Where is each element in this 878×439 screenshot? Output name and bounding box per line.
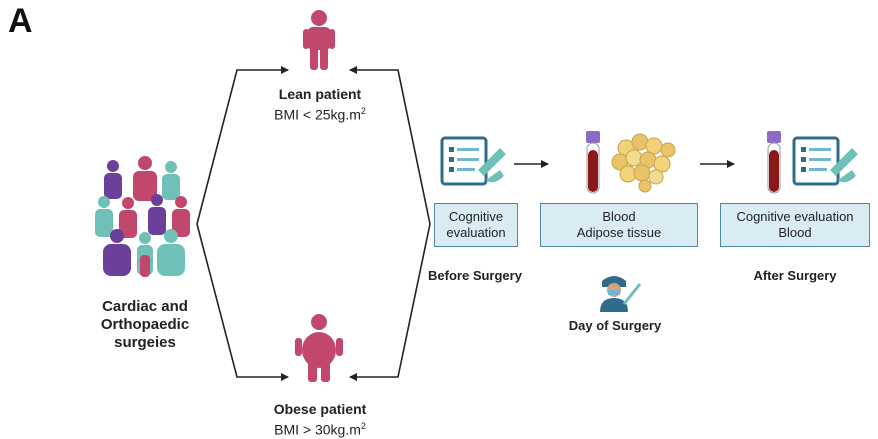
surgeon-icon — [600, 276, 642, 312]
day-of-surgery-caption: Day of Surgery — [568, 318, 662, 333]
before-surgery-caption: Before Surgery — [428, 268, 522, 283]
arrow-to-obese-right — [349, 223, 431, 381]
day-of-surgery-box: Blood Adipose tissue — [540, 203, 698, 247]
obese-person-icon — [295, 314, 343, 382]
lean-bmi-exponent: 2 — [360, 106, 366, 116]
lean-bmi-label: BMI < 25kg.m2 — [250, 103, 390, 124]
before-box-line-1: Cognitive — [448, 209, 504, 224]
clipboard-icon — [440, 136, 506, 186]
day-box-line-2: Adipose tissue — [576, 225, 662, 240]
blood-tube-icon — [767, 131, 781, 194]
arrow-to-obese-left — [196, 223, 289, 381]
population-line-1: Cardiac and — [102, 298, 188, 315]
obese-bmi-exponent: 2 — [360, 421, 366, 431]
lean-bmi-text: BMI < 25kg.m — [274, 106, 361, 123]
arrow-to-lean-left — [196, 66, 289, 225]
blood-tube-icon — [586, 131, 600, 194]
after-surgery-caption: After Surgery — [753, 268, 837, 283]
after-box-line-1: Cognitive evaluation — [736, 209, 854, 224]
before-surgery-box: Cognitive evaluation — [434, 203, 518, 247]
person-icon — [303, 10, 335, 70]
panel-label: A — [8, 2, 33, 40]
population-label: Cardiac and Orthopaedic surgeies — [85, 298, 205, 352]
after-surgery-box: Cognitive evaluation Blood — [720, 203, 870, 247]
after-box-line-2: Blood — [778, 225, 812, 240]
population-line-3: surgeies — [114, 334, 176, 351]
obese-bmi-text: BMI > 30kg.m — [274, 421, 361, 438]
crowd-icon — [95, 156, 190, 277]
population-line-2: Orthopaedic — [100, 316, 190, 333]
obese-bmi-label: BMI > 30kg.m2 — [250, 418, 390, 439]
connector-lines — [196, 66, 735, 381]
clipboard-icon — [792, 136, 858, 186]
arrow-to-lean-right — [349, 66, 431, 225]
before-box-line-2: evaluation — [446, 225, 506, 240]
adipose-tissue-icon — [611, 133, 676, 193]
lean-patient-label: Lean patient — [278, 86, 362, 102]
day-box-line-1: Blood — [602, 209, 636, 224]
obese-patient-label: Obese patient — [273, 401, 367, 417]
